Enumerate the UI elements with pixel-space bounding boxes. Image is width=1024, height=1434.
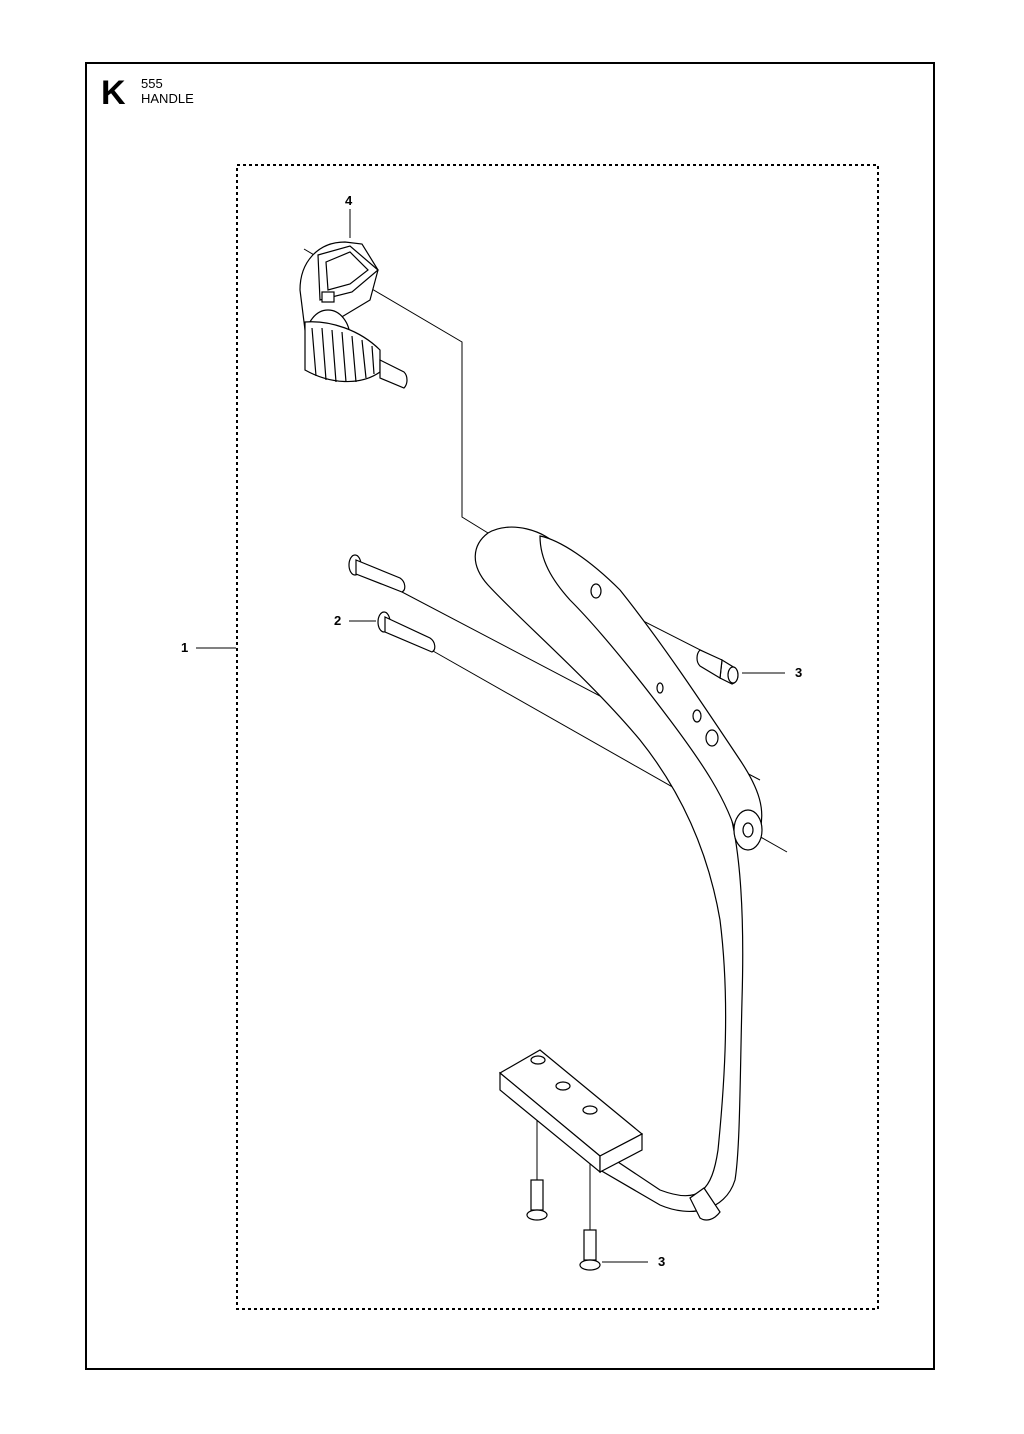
callout-1: 1 xyxy=(181,640,189,655)
model-number: 555 xyxy=(141,76,163,91)
av-mount-part-4 xyxy=(299,241,408,389)
callout-3-top: 3 xyxy=(795,665,803,680)
section-letter: K xyxy=(101,74,126,112)
page-frame xyxy=(85,62,935,1370)
screws-part-2 xyxy=(348,554,436,653)
callout-2: 2 xyxy=(334,613,342,628)
page-title: HANDLE xyxy=(141,91,194,106)
handle-bracket xyxy=(498,1049,644,1174)
screws-part-3 xyxy=(526,649,739,1271)
callout-4: 4 xyxy=(345,193,353,208)
handle-bar xyxy=(474,526,763,1221)
kit-boundary xyxy=(236,164,879,1310)
callout-3-bottom: 3 xyxy=(658,1254,666,1269)
